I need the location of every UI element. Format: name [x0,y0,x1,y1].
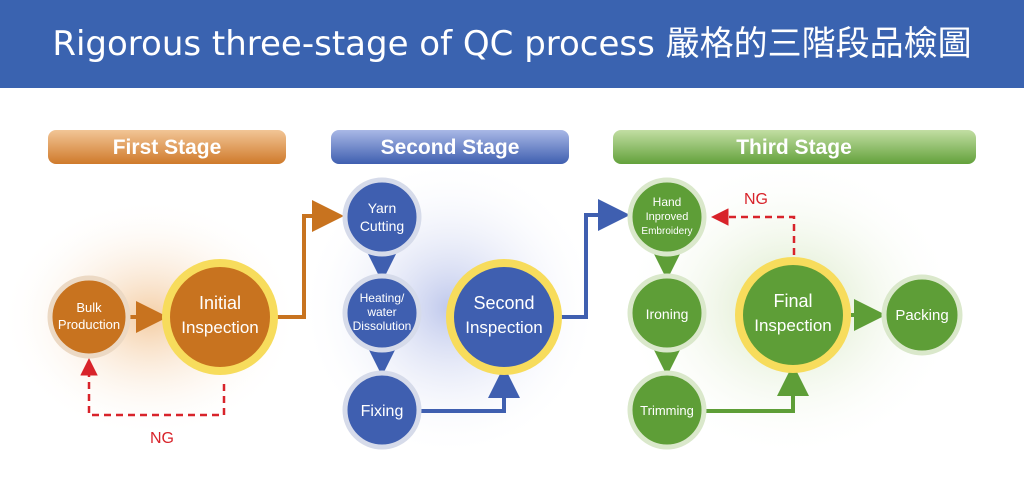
svg-text:Second: Second [473,293,534,313]
node-second-inspection: Second Inspection [446,259,562,375]
node-final-inspection: Final Inspection [735,257,851,373]
arrow-initial-to-yarn [276,200,344,319]
svg-text:Bulk: Bulk [76,300,102,315]
svg-text:Inspection: Inspection [465,318,543,337]
node-initial-inspection: Initial Inspection [162,259,278,375]
stage-pill-third-label: Third Stage [736,136,852,159]
stage-pill-second-label: Second Stage [381,136,520,159]
ng-loop-third-stage [711,208,796,255]
svg-text:Trimming: Trimming [640,403,694,418]
svg-text:Yarn: Yarn [368,200,397,216]
arrow-fixing-to-second [420,366,520,413]
svg-text:Cutting: Cutting [360,218,404,234]
ng-loop-first-stage [80,358,226,417]
svg-text:Inproved: Inproved [646,211,689,223]
arrow-second-to-hand [561,199,630,319]
node-ironing: Ironing [627,273,707,353]
page-title: Rigorous three-stage of QC process 嚴格的三階… [52,24,972,64]
node-bulk-production: Bulk Production [47,275,131,359]
ng-label-third: NG [744,191,768,208]
svg-text:Final: Final [773,291,812,311]
node-trimming: Trimming [627,370,707,450]
svg-text:Fixing: Fixing [361,403,404,420]
stage-pill-first: First Stage [48,130,286,164]
qc-process-diagram: First Stage Second Stage Third Stage NG … [0,88,1024,485]
node-heating-water-dissolution: Heating/ water Dissolution [342,273,422,353]
svg-text:Ironing: Ironing [646,306,689,322]
svg-text:Initial: Initial [199,293,241,313]
svg-text:Inspection: Inspection [181,318,259,337]
svg-text:Packing: Packing [895,307,948,324]
svg-text:Inspection: Inspection [754,316,832,335]
svg-text:water: water [366,305,396,319]
title-banner: Rigorous three-stage of QC process 嚴格的三階… [0,0,1024,88]
node-hand-improved-embroidery: Hand Inproved Embroidery [627,177,707,257]
stage-pill-second: Second Stage [331,130,569,164]
svg-text:Hand: Hand [653,195,682,209]
svg-text:Dissolution: Dissolution [353,319,412,333]
svg-text:Production: Production [58,317,120,332]
node-fixing: Fixing [342,370,422,450]
svg-text:Embroidery: Embroidery [641,226,692,237]
svg-text:Heating/: Heating/ [360,291,405,305]
stage-pill-first-label: First Stage [113,136,222,159]
ng-label-first: NG [150,430,174,447]
stage-pill-third: Third Stage [613,130,976,164]
node-yarn-cutting: Yarn Cutting [342,177,422,257]
arrow-trimming-to-final [705,364,809,413]
node-packing: Packing [881,274,963,356]
